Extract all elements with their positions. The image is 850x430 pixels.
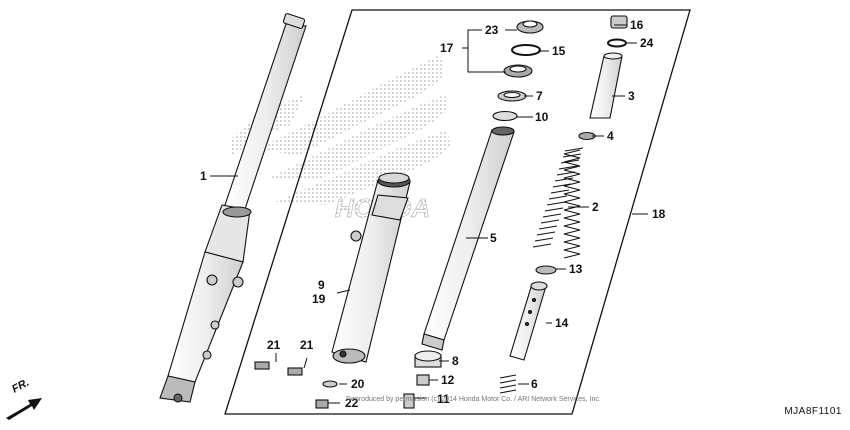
- fork-slider-part-9: [331, 172, 411, 364]
- damper-rod-part-14: [509, 281, 548, 361]
- callout-label-13: 13: [569, 262, 583, 276]
- callout-label-23: 23: [485, 23, 499, 37]
- fork-pipe-part-5: [421, 126, 515, 351]
- callout-label-21a: 21: [267, 338, 281, 352]
- small-parts: [254, 15, 628, 409]
- callout-label-18: 18: [652, 207, 666, 221]
- o-ring-part-24: [607, 38, 627, 48]
- callout-label-3: 3: [628, 89, 635, 103]
- oil-lock-piece-part-12: [416, 374, 430, 386]
- fork-bolt-part-16: [610, 15, 628, 29]
- diagram-part-code: MJA8F1101: [784, 406, 842, 417]
- fork-tube-part-1: [159, 13, 307, 403]
- callout-label-20: 20: [351, 377, 365, 391]
- spring-seat-part-13: [535, 265, 557, 275]
- spacer-part-3: [589, 52, 623, 119]
- callout-label-19: 19: [312, 292, 326, 306]
- callout-label-16: 16: [630, 18, 644, 32]
- callout-label-2: 2: [592, 200, 599, 214]
- callout-label-24: 24: [640, 36, 654, 50]
- callout-label-11: 11: [437, 392, 450, 406]
- callout-label-21b: 21: [300, 338, 314, 352]
- assembly-18-boundary: [224, 9, 691, 415]
- sealing-washer-part-20: [322, 380, 338, 388]
- copyright-notice: Reproduced by permission (c) 2014 Honda …: [346, 396, 601, 403]
- callout-label-9: 9: [318, 278, 325, 292]
- rebound-spring-part-6: [499, 374, 517, 394]
- socket-bolt-part-11: [403, 393, 415, 409]
- callout-label-17: 17: [440, 41, 454, 55]
- callout-label-15: 15: [552, 44, 566, 58]
- axle-pinch-bolts-part-21: [254, 361, 303, 376]
- callout-label-5: 5: [490, 231, 497, 245]
- callout-label-22: 22: [345, 396, 359, 410]
- callout-label-10: 10: [535, 110, 549, 124]
- callout-label-6: 6: [531, 377, 538, 391]
- stopper-ring-part-15: [511, 44, 541, 56]
- drain-bolt-part-22: [315, 399, 329, 409]
- callout-label-7: 7: [536, 89, 543, 103]
- callout-leaders: [210, 24, 648, 404]
- fork-spring-part-2: [532, 147, 584, 259]
- bushing-part-10: [492, 110, 518, 122]
- front-direction-arrow: [6, 398, 42, 420]
- callout-label-1: 1: [200, 169, 207, 183]
- callout-label-14: 14: [555, 316, 569, 330]
- callout-label-8: 8: [452, 354, 459, 368]
- callout-label-4: 4: [607, 129, 614, 143]
- callout-label-12: 12: [441, 373, 455, 387]
